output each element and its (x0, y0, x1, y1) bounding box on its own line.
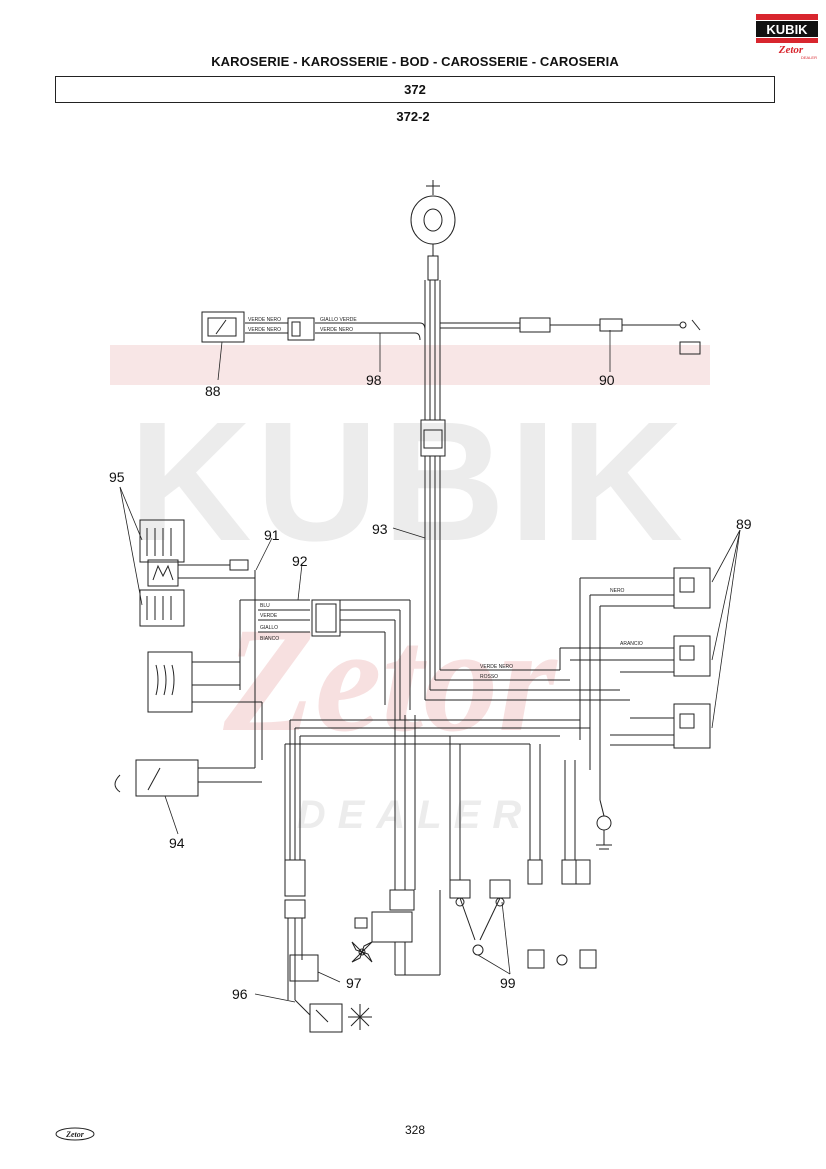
wire-label: ROSSO (480, 674, 498, 680)
wire-labels: GIALLO VERDE VERDE NERO VERDE NERO VERDE… (248, 317, 643, 680)
wire-label: GIALLO VERDE (320, 317, 357, 323)
logo-text: KUBIK (766, 22, 808, 37)
harness-98 (245, 317, 426, 341)
page-number: 328 (404, 1123, 426, 1137)
callout-89: 89 (736, 516, 752, 532)
wire-label: VERDE NERO (248, 327, 281, 333)
right-bottom-connectors (527, 859, 597, 969)
fan-assembly (351, 889, 441, 976)
callout-96: 96 (232, 986, 248, 1002)
switch-88 (201, 311, 245, 343)
snowflake-icon (348, 1004, 372, 1030)
wire-label: BLU (260, 603, 270, 609)
page-title: KAROSERIE - KAROSSERIE - BOD - CAROSSERI… (211, 54, 619, 69)
group-code: 372 (404, 82, 426, 97)
central-bus (284, 715, 590, 890)
callout-91: 91 (264, 527, 280, 543)
component-99 (449, 879, 511, 956)
watermark-text: KUBIK (129, 387, 687, 577)
component-94 (114, 759, 262, 797)
callout-95: 95 (109, 469, 125, 485)
wire-label: ARANCIO (620, 641, 643, 647)
wire-label: GIALLO (260, 625, 278, 631)
wire-label: BIANCO (260, 636, 279, 642)
beacon-lamp-icon (410, 180, 456, 281)
logo-subtext: Zetor (778, 44, 804, 56)
callout-98: 98 (366, 372, 382, 388)
subgroup-code: 372-2 (396, 109, 430, 124)
logo-tag: DEALER (801, 55, 817, 60)
callout-labels: 88 98 90 95 91 92 93 89 94 96 97 99 (109, 372, 752, 1002)
component-96-97 (284, 859, 372, 1033)
harness-93 (420, 280, 446, 700)
zetor-logo: Zetor (55, 1127, 95, 1141)
callout-99: 99 (500, 975, 516, 991)
footer-brand: Zetor (65, 1130, 85, 1139)
kubik-logo: KUBIK Zetor DEALER (756, 14, 818, 60)
wire-label: NERO (610, 588, 625, 594)
callout-88: 88 (205, 383, 221, 399)
callout-94: 94 (169, 835, 185, 851)
wire-label: VERDE NERO (320, 327, 353, 333)
wire-label: VERDE NERO (248, 317, 281, 323)
component-95 (139, 519, 255, 627)
callout-90: 90 (599, 372, 615, 388)
watermark: KUBIK Zetor DEALER (110, 345, 710, 837)
fan-icon (351, 941, 373, 963)
watermark-tag: DEALER (297, 793, 533, 837)
callout-leaders (119, 330, 741, 1003)
wire-label: VERDE NERO (480, 664, 513, 670)
group-code-box: 372 (55, 76, 775, 103)
callout-93: 93 (372, 521, 388, 537)
wire-label: VERDE (260, 613, 278, 619)
callout-97: 97 (346, 975, 362, 991)
left-relay (147, 651, 263, 760)
relay-group-89 (425, 567, 711, 850)
harness-90-branch (440, 317, 701, 355)
callout-92: 92 (292, 553, 308, 569)
connector-92 (239, 570, 411, 760)
